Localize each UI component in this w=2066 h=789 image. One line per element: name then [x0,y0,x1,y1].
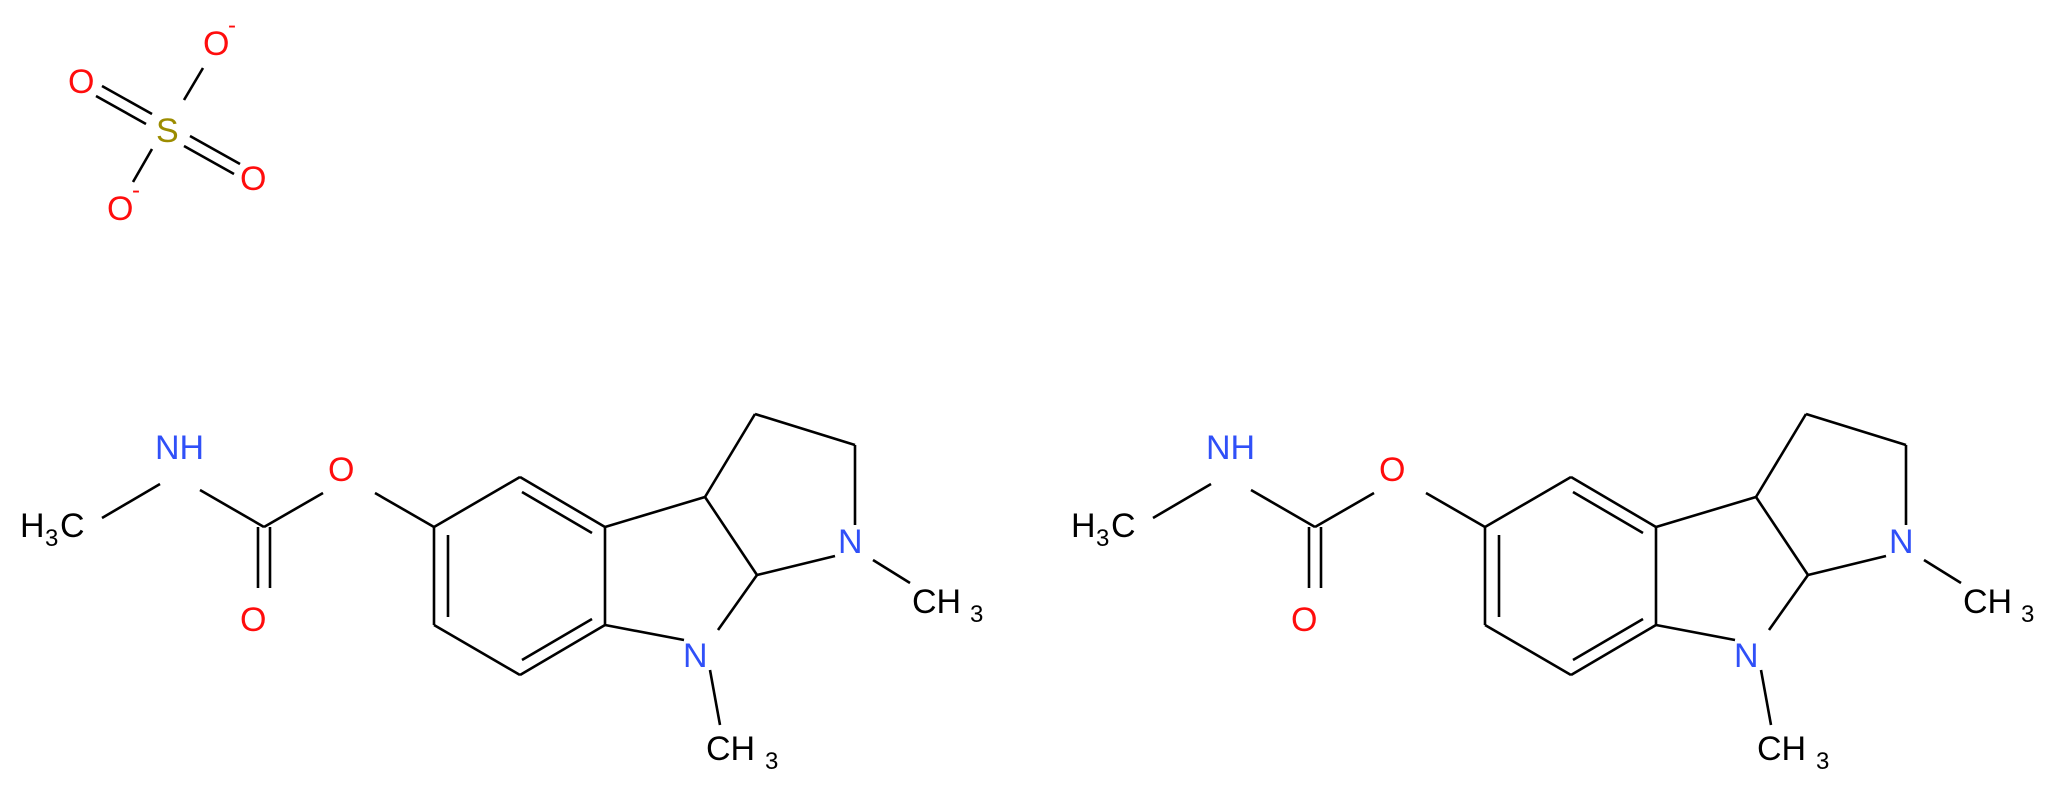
atom-n8-methyl-sub: 3 [765,748,778,775]
atom-n1-methyl-sub: 3 [2021,601,2034,628]
bond-ring-2 [519,475,606,529]
atom-nitrogen-1: N [838,523,863,561]
physostigmine-molecule-1: NH H 3 C O O N CH 3 N CH 3 [20,412,983,775]
atom-oxygen-carbonyl: O [1291,601,1317,639]
bond-c3a-c [604,495,706,529]
atom-n8-methyl: CH [706,730,755,768]
atom-oxygen-right: O [240,160,266,198]
atom-n1-methyl-sub: 3 [970,601,983,628]
bond-ring-5 [1484,623,1572,677]
atom-oxygen-carbonyl: O [240,601,266,639]
atom-n1-methyl: CH [912,583,961,621]
atom-nitrogen-8: N [1734,637,1759,675]
bond-n1-c8a [756,554,836,577]
bond-ring-1 [433,475,521,529]
bond-n1-methyl [1923,558,1962,585]
bond-c8a-n8 [1767,574,1810,631]
bond-n8-methyl [708,669,722,726]
bond-o-ring [374,491,435,529]
atom-nitrogen-8: N [683,637,708,675]
bond-c3-c2 [1805,412,1907,447]
atom-oxygen-ether: O [328,451,354,489]
bond-s-o-right-a [189,134,241,166]
bond-ring-inner-1 [521,490,593,535]
bond-c3a-c [1655,495,1757,529]
atom-n1-methyl: CH [1963,583,2012,621]
atom-h3c-h: H [1071,507,1096,545]
bond-c-c8a [703,496,759,576]
atom-oxygen-top: O [203,25,229,63]
bond-o-ring [1425,491,1486,529]
bond-s-o-top [182,67,205,101]
bond-n-c-carbonyl [199,488,265,529]
bond-c3a-c3 [1754,413,1808,498]
bond-ring-inner-1 [1572,490,1644,535]
atom-h3c-sub: 3 [1096,525,1109,552]
bond-ring-2 [1570,475,1657,529]
bond-n1-c8a [1807,554,1887,577]
bond-n8-c7a [1655,623,1736,642]
bond-s-o-bottom [131,148,154,183]
charge-oxygen-bottom: - [132,177,140,204]
atom-oxygen-ether: O [1379,451,1405,489]
sulfate-ion: S O - O O O - [68,12,266,228]
bond-h3c-n [101,482,161,520]
bond-ring-inner-2 [521,617,593,662]
bond-c-c8a [1754,496,1810,576]
atom-nh: NH [1206,429,1255,467]
atom-h3c-sub: 3 [45,525,58,552]
atom-h3c-c: C [60,507,85,545]
bond-ring-5 [433,623,521,677]
bond-s-o-left-b [95,94,147,126]
atom-oxygen-bottom: O [107,190,133,228]
bond-n1-methyl [872,558,911,585]
physostigmine-molecule-2: NH H 3 C O O N CH 3 N CH 3 [1071,412,2034,775]
atom-n8-methyl: CH [1757,730,1806,768]
bond-ring-1 [1484,475,1572,529]
bond-c-o-ether [1314,491,1375,529]
charge-oxygen-top: - [228,12,236,39]
bond-ring-4 [519,623,606,677]
bond-c3-c2 [754,412,856,447]
bond-ring-inner-2 [1572,617,1644,662]
atom-nitrogen-1: N [1889,523,1914,561]
bond-s-o-left-a [101,84,153,116]
bond-ring-4 [1570,623,1657,677]
atom-n8-methyl-sub: 3 [1816,748,1829,775]
bond-c8a-n8 [716,574,759,631]
bond-s-o-right-b [183,144,235,176]
bond-h3c-n [1152,482,1212,520]
atom-h3c-h: H [20,507,45,545]
bond-c-o-ether [263,491,324,529]
atom-sulfur: S [156,112,179,150]
atom-nh: NH [155,429,204,467]
bond-c3a-c3 [703,413,757,498]
bond-n8-c7a [604,623,685,642]
atom-h3c-c: C [1111,507,1136,545]
bond-n8-methyl [1759,669,1773,726]
bond-n-c-carbonyl [1250,488,1316,529]
atom-oxygen-left: O [68,63,94,101]
